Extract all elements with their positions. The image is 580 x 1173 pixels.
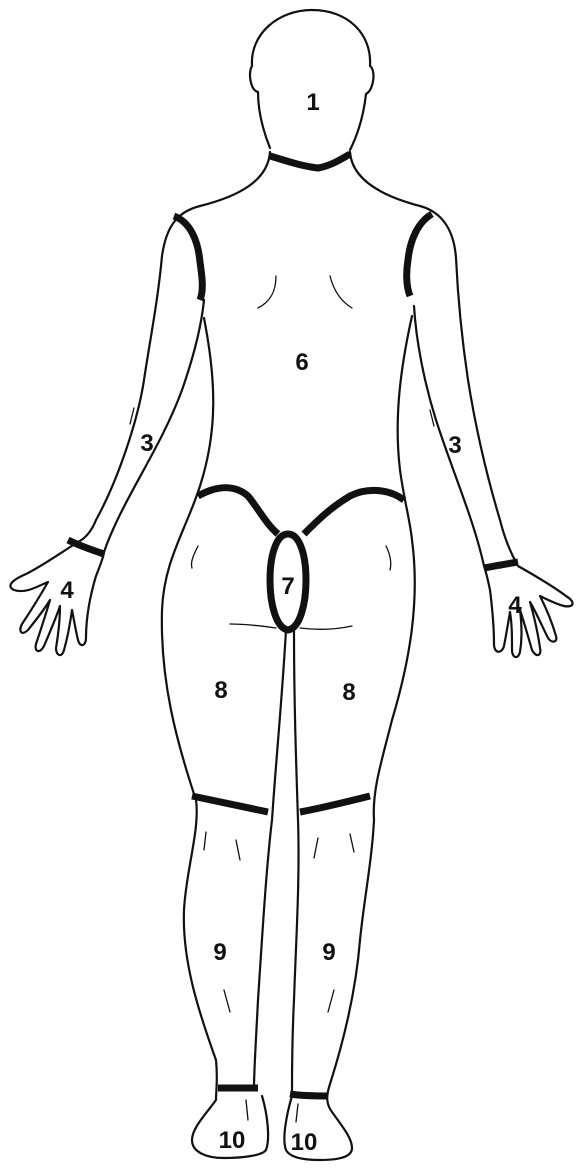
calf-detail-left-1 xyxy=(203,831,207,851)
inner-arm-left xyxy=(102,298,206,554)
wrist-band-right xyxy=(483,558,519,572)
label-foot-right: 10 xyxy=(291,1129,318,1156)
label-hand-left: 4 xyxy=(60,577,74,604)
inner-leg-left xyxy=(252,628,288,1090)
arm-detail-right xyxy=(429,409,435,427)
shin-detail-left xyxy=(223,989,231,1013)
torso-side-left xyxy=(160,316,270,1160)
label-thigh-right: 8 xyxy=(342,679,355,706)
wrist-band-left xyxy=(66,536,106,558)
inner-leg-right xyxy=(290,628,300,1092)
label-lower-leg-right: 9 xyxy=(322,939,335,966)
label-foot-left: 10 xyxy=(219,1127,246,1154)
label-arm-right: 3 xyxy=(448,432,461,459)
calf-detail-right-1 xyxy=(313,837,319,859)
neck-band xyxy=(269,150,352,172)
gluteal-oval xyxy=(266,530,310,634)
foot-detail-right xyxy=(295,1103,299,1123)
shoulder-blade-left xyxy=(257,275,277,309)
foot-detail-left xyxy=(245,1099,249,1121)
head-outline xyxy=(248,8,375,152)
body-outline-left xyxy=(9,150,272,657)
hip-crease-right xyxy=(385,545,392,571)
shin-detail-right xyxy=(327,989,335,1013)
knee-band-right xyxy=(299,792,371,816)
inner-arm-right xyxy=(412,304,486,568)
head-region xyxy=(248,8,375,152)
label-back: 6 xyxy=(295,349,308,376)
calf-detail-left-2 xyxy=(235,839,241,861)
label-lower-leg-left: 9 xyxy=(213,939,226,966)
shoulder-band-right xyxy=(403,210,434,298)
gluteal-fold-left xyxy=(229,623,277,629)
shoulder-blade-right xyxy=(329,275,353,309)
arm-detail-left xyxy=(129,407,135,425)
label-head: 1 xyxy=(306,89,319,116)
body-outline-right xyxy=(348,150,574,659)
waist-band-left xyxy=(196,484,281,537)
waist-band-right xyxy=(301,487,407,537)
knee-band-left xyxy=(191,792,269,816)
shoulder-band-left xyxy=(172,212,206,302)
calf-detail-right-2 xyxy=(349,833,355,853)
label-thigh-left: 8 xyxy=(214,677,227,704)
label-hand-right: 4 xyxy=(508,592,522,619)
ankle-band-right xyxy=(289,1090,329,1100)
torso-side-right xyxy=(283,314,416,1162)
gluteal-fold-right xyxy=(299,625,353,630)
label-arm-left: 3 xyxy=(140,430,153,457)
hip-crease-left xyxy=(190,545,199,569)
label-buttocks: 7 xyxy=(281,573,294,600)
